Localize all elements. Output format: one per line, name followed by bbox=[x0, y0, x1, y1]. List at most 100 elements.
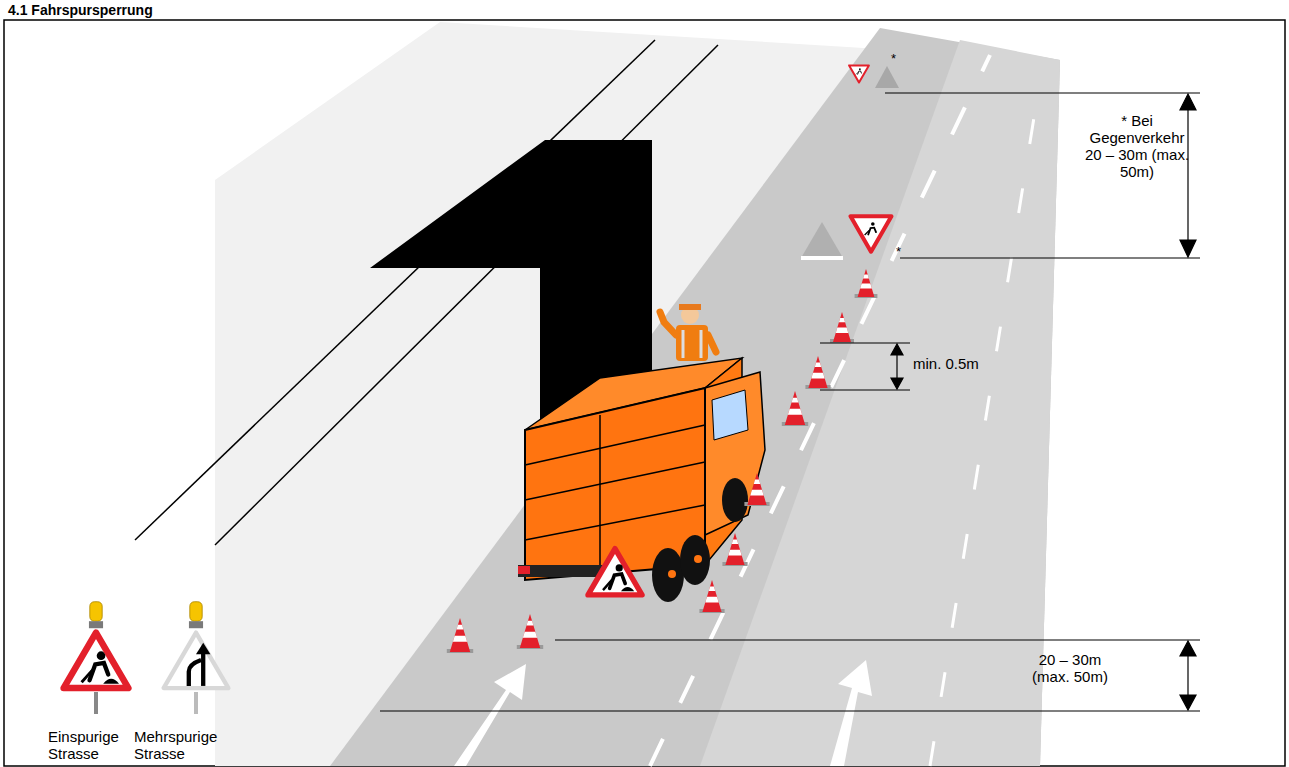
traffic-cone bbox=[702, 580, 721, 612]
dimension-lines bbox=[1187, 110, 1188, 240]
dimension-lines bbox=[1180, 94, 1196, 110]
dimension-label: * Bei Gegenverkehr 20 – 30m (max. 50m) bbox=[1083, 112, 1191, 180]
truck bbox=[525, 425, 705, 465]
traffic-cone bbox=[517, 614, 543, 649]
traffic-cone bbox=[839, 318, 845, 322]
worker bbox=[700, 330, 703, 358]
advance-signs bbox=[849, 65, 869, 82]
traffic-cone bbox=[450, 618, 470, 652]
truck-warning-sign bbox=[588, 549, 642, 595]
advance-signs bbox=[875, 66, 899, 88]
dimension-lines bbox=[820, 342, 910, 343]
dimension-lines bbox=[900, 257, 1200, 258]
dimension-lines bbox=[1180, 641, 1196, 656]
truck bbox=[694, 555, 702, 563]
truck-warning-sign bbox=[588, 549, 642, 595]
lane-markings bbox=[930, 80, 1040, 766]
traffic-cone bbox=[744, 473, 769, 506]
traffic-cone bbox=[785, 391, 805, 425]
dimension-lines bbox=[380, 93, 1200, 711]
traffic-cone bbox=[709, 586, 716, 590]
truck bbox=[518, 358, 765, 602]
traffic-cone bbox=[836, 328, 849, 333]
traffic-cone bbox=[792, 398, 799, 403]
traffic-cone bbox=[808, 356, 827, 388]
traffic-cone bbox=[860, 284, 872, 289]
traffic-cone bbox=[833, 312, 851, 342]
roadside-signs bbox=[94, 692, 98, 714]
worker bbox=[682, 330, 685, 358]
traffic-arrows bbox=[454, 664, 526, 766]
traffic-cone bbox=[788, 409, 802, 415]
dimension-lines bbox=[820, 389, 910, 390]
traffic-cone bbox=[725, 533, 744, 565]
dimension-lines bbox=[380, 710, 1200, 711]
roadside-signs bbox=[64, 602, 229, 714]
lane-markings bbox=[650, 55, 1040, 766]
traffic-cone bbox=[732, 539, 739, 543]
dimension-lines bbox=[1187, 656, 1188, 695]
traffic-cone bbox=[855, 269, 878, 298]
truck bbox=[712, 390, 748, 440]
sign-caption: Mehrspurige Strasse bbox=[134, 728, 226, 762]
dimension-lines bbox=[555, 639, 1200, 640]
traffic-cone bbox=[453, 636, 467, 642]
worker bbox=[660, 312, 676, 335]
worker bbox=[676, 325, 708, 361]
traffic-cone bbox=[747, 473, 766, 505]
dimension-lines bbox=[891, 378, 903, 389]
traffic-cone bbox=[858, 269, 875, 297]
frame bbox=[4, 20, 1285, 766]
truck bbox=[705, 372, 765, 535]
traffic-cone bbox=[750, 490, 763, 496]
traffic-cone bbox=[805, 356, 830, 389]
advance-signs bbox=[801, 65, 899, 260]
traffic-cone bbox=[527, 621, 534, 626]
dimension-lines bbox=[891, 344, 903, 355]
truck bbox=[680, 535, 710, 585]
traffic-arrows bbox=[830, 660, 872, 766]
truck bbox=[652, 548, 684, 602]
truck bbox=[525, 462, 705, 500]
dimension-lines bbox=[1180, 240, 1196, 257]
truck bbox=[525, 505, 705, 540]
traffic-cone bbox=[722, 533, 747, 566]
roadside-signs bbox=[189, 602, 203, 628]
worker bbox=[660, 304, 716, 361]
truck bbox=[668, 570, 676, 578]
worker bbox=[679, 304, 701, 310]
traffic-cone bbox=[815, 362, 822, 366]
traffic-cone bbox=[705, 597, 718, 603]
roadside-signs bbox=[89, 602, 103, 628]
advance-signs bbox=[801, 222, 843, 258]
truck bbox=[518, 566, 530, 574]
traffic-cone bbox=[830, 312, 854, 343]
roadside bbox=[215, 22, 1060, 766]
traffic-cone bbox=[699, 580, 724, 613]
traffic-cones bbox=[447, 269, 878, 653]
traffic-cone bbox=[523, 632, 537, 638]
sign-caption: Einspurige Strasse bbox=[48, 728, 128, 762]
traffic-cone bbox=[754, 479, 761, 483]
worker bbox=[708, 335, 716, 352]
roadside bbox=[330, 28, 1060, 766]
roadside bbox=[700, 40, 1060, 766]
truck bbox=[722, 478, 748, 522]
dimension-lines bbox=[896, 355, 897, 378]
dimension-lines bbox=[885, 92, 1200, 93]
traffic-cone bbox=[811, 373, 824, 379]
traffic-cone bbox=[520, 614, 540, 648]
dimension-lines bbox=[1180, 695, 1196, 710]
traffic-arrows bbox=[454, 660, 872, 766]
dimension-label: 20 – 30m (max. 50m) bbox=[1020, 651, 1120, 685]
footnote-mark: * bbox=[896, 243, 901, 260]
roadside-signs bbox=[64, 633, 129, 688]
footnote-mark: * bbox=[891, 50, 896, 67]
dimension-label: min. 0.5m bbox=[913, 355, 979, 372]
section-title: 4.1 Fahrspursperrung bbox=[8, 2, 153, 18]
roadside-signs bbox=[194, 692, 198, 714]
traffic-cone bbox=[782, 391, 808, 426]
traffic-cone bbox=[457, 625, 464, 630]
advance-signs bbox=[801, 256, 843, 260]
truck bbox=[518, 565, 610, 577]
